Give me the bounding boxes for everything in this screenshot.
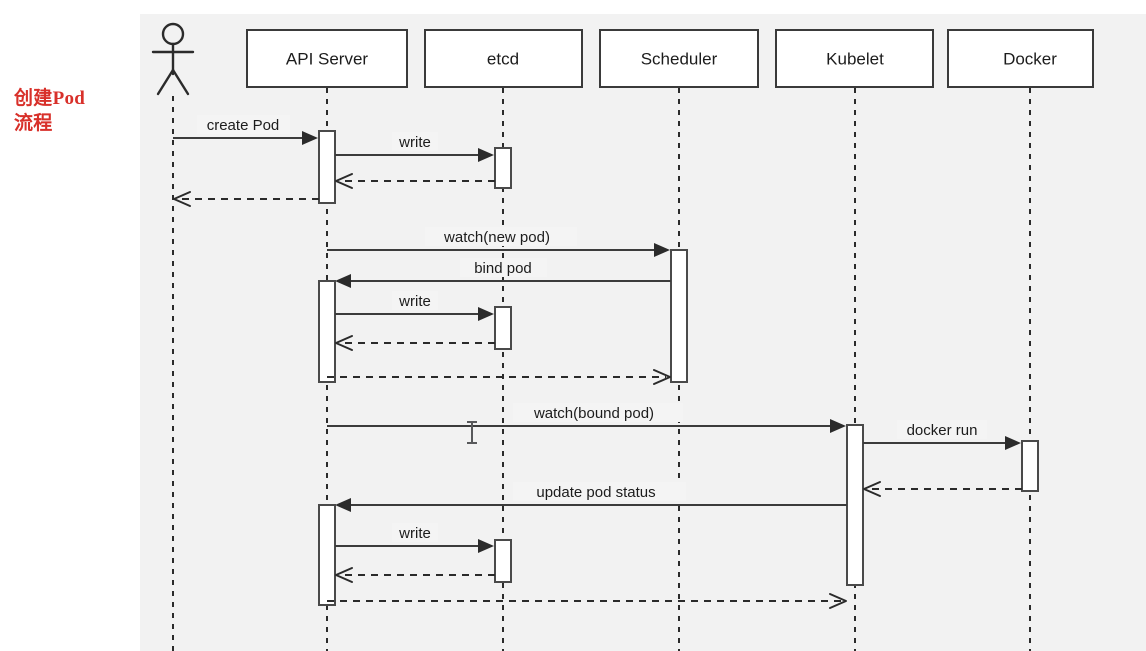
message-group-update-status: update pod status write (318, 482, 847, 609)
participant-label: Scheduler (641, 49, 718, 68)
participant-etcd[interactable]: etcd (424, 29, 583, 88)
participant-apiserver[interactable]: API Server (246, 29, 408, 88)
message-label-watch-bound-pod: watch(bound pod) (533, 405, 654, 422)
message-label-write-2: write (398, 293, 431, 310)
participant-box (424, 29, 583, 88)
arrowhead-return-apiserver-1 (173, 191, 191, 207)
actor-figure (151, 22, 195, 96)
participant-box (599, 29, 759, 88)
sequence-diagram-panel (140, 14, 1146, 651)
lifelines (172, 88, 1031, 651)
message-label-backdrop (513, 403, 683, 422)
message-label-bind-pod: bind pod (474, 260, 532, 277)
participant-label: etcd (487, 49, 519, 68)
message-label-backdrop (897, 420, 987, 439)
actor-head-icon (161, 22, 185, 46)
activation-bar-etcd (494, 147, 512, 189)
arrowhead-return-etcd-3 (335, 567, 353, 583)
activation-bar-kubelet (846, 424, 864, 586)
message-label-write-1: write (398, 134, 431, 151)
activation-bar-etcd (494, 306, 512, 350)
participant-scheduler[interactable]: Scheduler (599, 29, 759, 88)
arrowhead-bind-pod (335, 274, 351, 288)
message-group-create-pod: create Pod write (173, 115, 512, 207)
arrowhead-create-pod (302, 131, 318, 145)
message-label-update-pod-status: update pod status (536, 484, 655, 501)
participant-label: API Server (286, 49, 369, 68)
message-label-backdrop (460, 258, 547, 277)
arrowhead-return-docker (863, 481, 881, 497)
arrowhead-write-3 (478, 539, 494, 553)
message-label-backdrop (392, 523, 438, 542)
message-label-backdrop (513, 482, 686, 501)
activation-bar-apiserver (318, 504, 336, 606)
activation-bar-etcd (494, 539, 512, 583)
arrowhead-watch-bound-pod (830, 419, 846, 433)
activation-bar-apiserver (318, 130, 336, 204)
message-label-create-pod: create Pod (207, 117, 280, 134)
participant-kubelet[interactable]: Kubelet (775, 29, 934, 88)
arrowhead-watch-new-pod (654, 243, 670, 257)
participant-box (775, 29, 934, 88)
text-cursor (467, 421, 477, 444)
arrowhead-write-1 (478, 148, 494, 162)
actor-leg-left (156, 68, 175, 96)
activation-bar-scheduler (670, 249, 688, 383)
message-group-run-container: watch(bound pod) docker run (327, 403, 1039, 586)
message-label-backdrop (425, 227, 577, 246)
arrowhead-return-kubelet (829, 593, 847, 609)
arrowhead-return-etcd-1 (335, 173, 353, 189)
activation-bar-apiserver (318, 280, 336, 383)
message-label-backdrop (392, 291, 438, 310)
annotation-create-pod-flow: 创建Pod 流程 (14, 88, 86, 134)
arrowhead-return-etcd-2 (335, 335, 353, 351)
participant-label: Kubelet (826, 49, 884, 68)
arrowhead-update-pod-status (335, 498, 351, 512)
message-label-write-3: write (398, 525, 431, 542)
participant-boxes: API Server etcd Scheduler Kubelet Docker (246, 29, 1094, 88)
message-label-docker-run: docker run (907, 422, 978, 439)
message-label-backdrop (197, 115, 290, 134)
participant-box (246, 29, 408, 88)
activation-bar-docker (1021, 440, 1039, 492)
arrowhead-return-scheduler (653, 369, 671, 385)
participant-docker[interactable]: Docker (947, 29, 1094, 88)
arrowhead-write-2 (478, 307, 494, 321)
message-label-backdrop (392, 132, 438, 151)
message-label-watch-new-pod: watch(new pod) (443, 229, 550, 246)
message-group-bind-pod: watch(new pod) bind pod write (318, 227, 688, 385)
actor-leg-right (171, 68, 190, 96)
participant-box (947, 29, 1094, 88)
arrowhead-docker-run (1005, 436, 1021, 450)
participant-label: Docker (1003, 49, 1057, 68)
